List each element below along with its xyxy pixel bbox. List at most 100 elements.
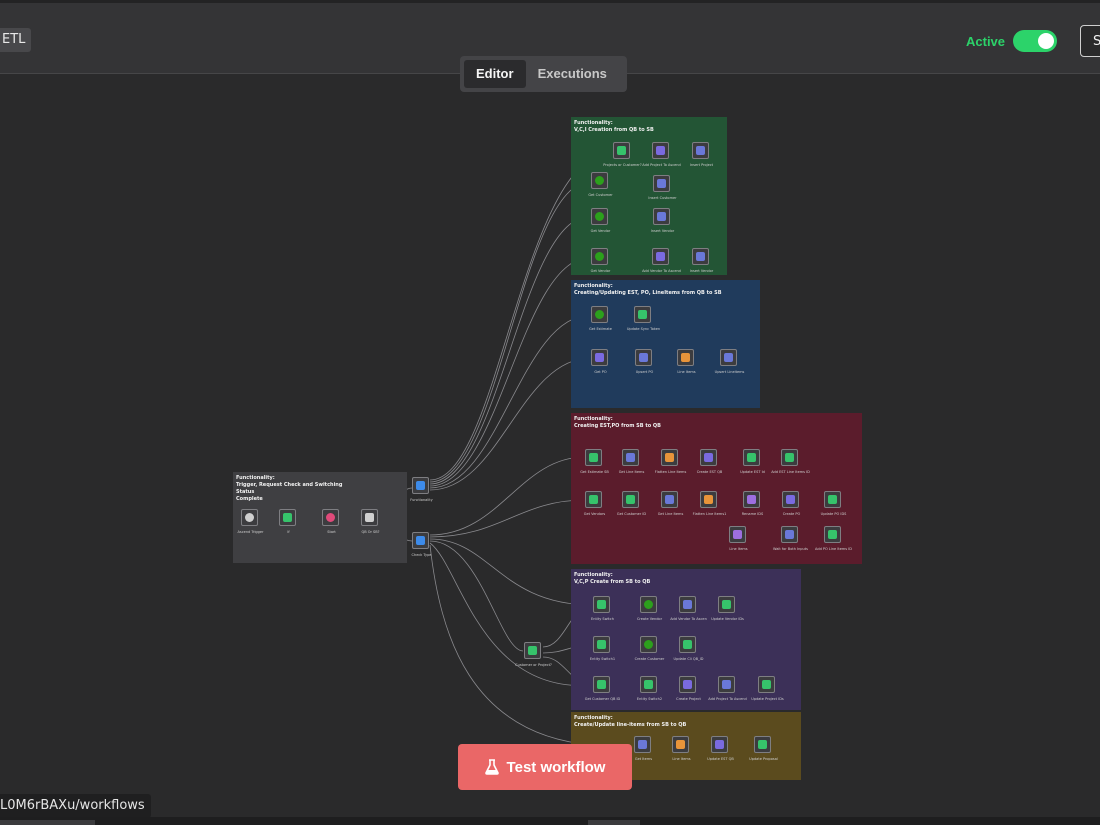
tab-editor[interactable]: Editor: [464, 60, 526, 88]
node-label: Ascend Trigger: [237, 530, 264, 534]
connection: [429, 314, 592, 489]
code-icon: [676, 740, 685, 749]
pen-icon: [747, 495, 756, 504]
workflow-node[interactable]: Entity Switch1: [590, 636, 615, 661]
workflow-node[interactable]: Entity Switch: [591, 596, 614, 621]
connection: [429, 456, 586, 536]
workflow-node[interactable]: Line Items: [729, 526, 748, 551]
workflow-node[interactable]: Create PO: [782, 491, 800, 516]
workflow-node[interactable]: Update Proposal: [749, 736, 778, 761]
node-label: Line Items: [677, 370, 696, 374]
tab-executions[interactable]: Executions: [537, 66, 607, 81]
workflow-name[interactable]: ETL: [0, 28, 32, 52]
workflow-node[interactable]: Entity Switch2: [637, 676, 662, 701]
node-label: Get Customer ID: [616, 512, 647, 516]
switch-icon: [617, 146, 626, 155]
active-label: Active: [966, 33, 1006, 49]
node-label: Add Vendor To Ascen: [670, 617, 707, 621]
workflow-node[interactable]: Rename IDS: [742, 491, 763, 516]
workflow-canvas[interactable]: Functionality: V,C,I Creation from QB to…: [0, 75, 1100, 815]
workflow-node[interactable]: Get PO: [591, 349, 608, 374]
workflow-node[interactable]: Upsert Lineitems: [715, 349, 744, 374]
workflow-node[interactable]: Get Customer QB ID: [585, 676, 620, 701]
workflow-node[interactable]: Get Customer ID: [617, 491, 646, 516]
workflow-node[interactable]: Get Estimate SB: [580, 449, 609, 474]
http-icon: [683, 680, 692, 689]
sticky-note[interactable]: Functionality: Creating/Updating EST, PO…: [571, 280, 760, 408]
workflow-node[interactable]: If: [279, 509, 296, 534]
workflow-node[interactable]: Create Project: [676, 676, 701, 701]
workflow-node[interactable]: Check Type: [412, 532, 431, 557]
bolt-icon: [758, 740, 767, 749]
workflow-node[interactable]: Upsert PO: [635, 349, 653, 374]
node-label: Get Estimate SB: [580, 470, 609, 474]
workflow-node[interactable]: Create Customer: [635, 636, 664, 661]
workflow-node[interactable]: Line Items: [672, 736, 691, 761]
workflow-node[interactable]: Add Vendor To Ascend: [642, 248, 681, 273]
workflow-node[interactable]: Insert Vendor: [690, 248, 713, 273]
test-workflow-button[interactable]: Test workflow: [458, 744, 632, 790]
workflow-node[interactable]: Get Customer: [588, 172, 613, 197]
node-label: Upsert Lineitems: [714, 370, 745, 374]
workflow-node[interactable]: Create EST QB: [697, 449, 722, 474]
workflow-node[interactable]: Flatten Line Items: [655, 449, 686, 474]
workflow-node[interactable]: Get Estimate: [589, 306, 612, 331]
scrollbar-thumb[interactable]: [588, 820, 640, 825]
workflow-node[interactable]: Add Project To Ascend: [708, 676, 747, 701]
workflow-node[interactable]: Insert Project: [690, 142, 713, 167]
workflow-node[interactable]: QB Or SB?: [361, 509, 380, 534]
workflow-node[interactable]: Insert Customer: [648, 175, 677, 200]
workflow-node[interactable]: Add EST Line Items ID: [771, 449, 810, 474]
db-icon: [665, 495, 674, 504]
workflow-node[interactable]: Get Vendors: [584, 491, 605, 516]
workflow-node[interactable]: Update Sync Token: [627, 306, 660, 331]
workflow-node[interactable]: Flatten Line Items1: [693, 491, 726, 516]
node-label: Wait for Both Inputs: [773, 547, 808, 551]
workflow-node[interactable]: Update PO IDS: [821, 491, 846, 516]
workflow-node[interactable]: Update EST QB: [707, 736, 734, 761]
sticky-note[interactable]: Functionality: Trigger, Request Check an…: [233, 472, 407, 563]
workflow-node[interactable]: Line Items: [677, 349, 696, 374]
db-icon: [683, 600, 692, 609]
switch-icon: [365, 513, 374, 522]
node-label: Get Estimate: [589, 327, 612, 331]
sticky-note[interactable]: Functionality: Creating EST,PO from SB t…: [571, 413, 862, 564]
qb-icon: [595, 310, 604, 319]
sticky-title: Functionality: V,C,P Create from SB to Q…: [574, 572, 651, 585]
db-icon: [639, 353, 648, 362]
workflow-node[interactable]: Get Vendor: [591, 248, 610, 273]
merge-icon: [785, 530, 794, 539]
db-icon: [696, 146, 705, 155]
workflow-node[interactable]: Customer or Project?: [515, 642, 552, 667]
node-label: Functionality: [410, 498, 433, 502]
db-icon: [656, 252, 665, 261]
db-icon: [724, 353, 733, 362]
workflow-node[interactable]: Start: [322, 509, 339, 534]
workflow-node[interactable]: Functionality: [410, 477, 433, 502]
active-toggle[interactable]: [1013, 30, 1058, 52]
workflow-node[interactable]: Insert Vendor: [651, 208, 674, 233]
workflow-node[interactable]: Get Line Items: [619, 449, 644, 474]
workflow-node[interactable]: Add Project To Ascend: [642, 142, 681, 167]
workflow-node[interactable]: Add Vendor To Ascen: [670, 596, 707, 621]
bolt-icon: [589, 495, 598, 504]
save-button[interactable]: S: [1080, 25, 1100, 57]
node-label: Create EST QB: [696, 470, 723, 474]
workflow-node[interactable]: Wait for Both Inputs: [773, 526, 808, 551]
workflow-node[interactable]: Get Vendor: [591, 208, 610, 233]
workflow-node[interactable]: Update Cli QB_ID: [674, 636, 703, 661]
bolt-icon: [638, 310, 647, 319]
workflow-node[interactable]: Update Vendor IDs: [711, 596, 744, 621]
workflow-node[interactable]: Get Items: [634, 736, 652, 761]
node-label: Update PO IDS: [820, 512, 847, 516]
connection: [429, 540, 524, 652]
node-label: Create Project: [676, 697, 701, 701]
workflow-node[interactable]: Add PO Line Items ID: [815, 526, 852, 551]
workflow-node[interactable]: Update Project IDs: [751, 676, 784, 701]
workflow-node[interactable]: Update EST Id: [740, 449, 765, 474]
workflow-node[interactable]: Ascend Trigger: [238, 509, 263, 534]
scrollbar-thumb[interactable]: [0, 820, 95, 825]
workflow-node[interactable]: Get Line Items: [658, 491, 683, 516]
workflow-node[interactable]: Projects or Customer?: [603, 142, 642, 167]
workflow-node[interactable]: Create Vendor: [637, 596, 662, 621]
